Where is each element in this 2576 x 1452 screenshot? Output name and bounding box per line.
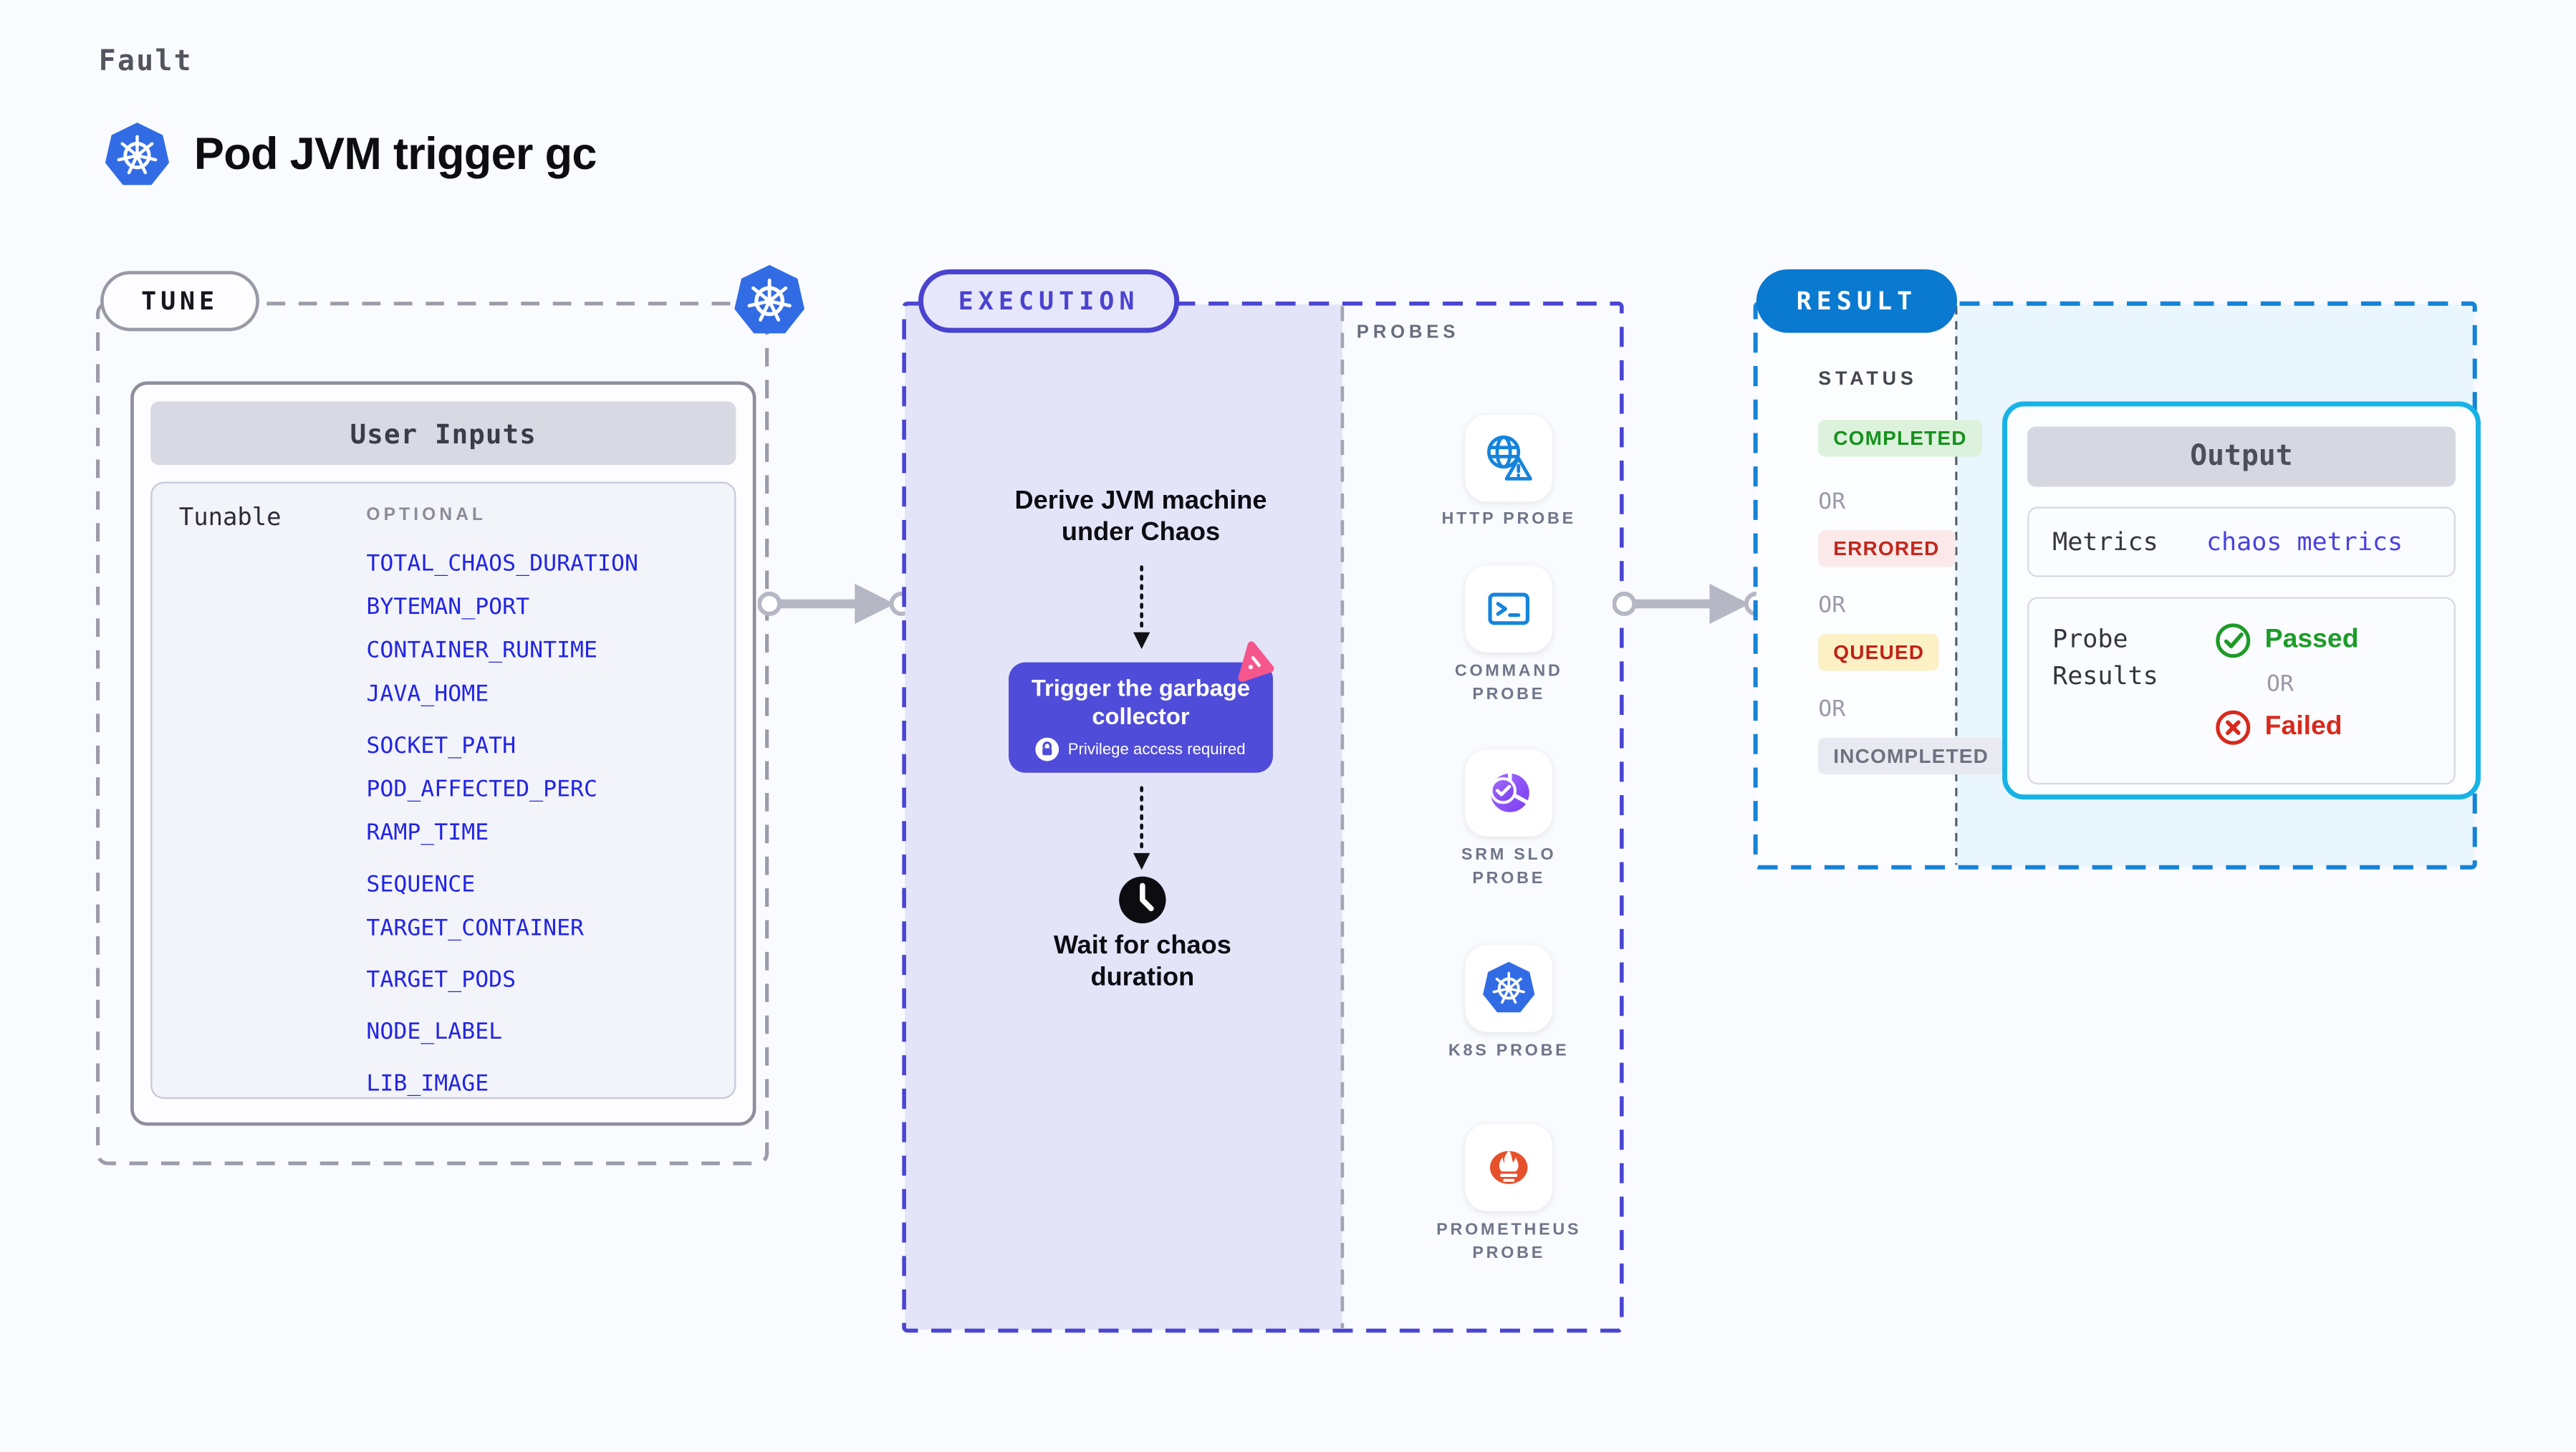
trigger-gc-label: Trigger the garbage collector (1031, 673, 1251, 729)
user-inputs-card: User Inputs Tunable OPTIONAL TOTAL_CHAOS… (130, 381, 756, 1126)
tunable-input: SEQUENCE (366, 871, 476, 898)
tunable-input: CONTAINER_RUNTIME (366, 637, 598, 665)
kubernetes-icon (1483, 961, 1535, 1013)
result-pill: RESULT (1756, 269, 1958, 333)
tunable-input: JAVA_HOME (366, 681, 489, 708)
execution-box (902, 302, 1624, 1333)
probe-label: SRM SLO PROBE (1461, 846, 1557, 888)
globe-alert-icon (1487, 436, 1532, 481)
flow-arrow-down-icon (1133, 565, 1150, 650)
or-separator: OR (1818, 592, 1846, 619)
clock-icon (1119, 876, 1166, 923)
gauge-check-icon (1489, 771, 1529, 812)
tune-to-execution-connector (757, 583, 913, 624)
k8s-probe-card (1465, 945, 1552, 1032)
metrics-value: chaos metrics (2206, 527, 2403, 557)
prometheus-probe-card (1465, 1124, 1552, 1211)
flow-arrow-down-icon (1133, 786, 1150, 870)
user-inputs-title: User Inputs (150, 401, 736, 466)
tunable-label: Tunable (178, 505, 282, 532)
derive-step-label: Derive JVM machine under Chaos (1014, 486, 1267, 548)
execution-to-result-connector (1612, 583, 1769, 624)
probe-label: HTTP PROBE (1441, 510, 1576, 529)
srm-slo-probe-card (1465, 749, 1552, 837)
status-header: STATUS (1818, 370, 1918, 390)
probe-label: PROMETHEUS PROBE (1436, 1221, 1582, 1262)
prometheus-icon (1490, 1150, 1528, 1184)
passed-label: Passed (2264, 625, 2359, 655)
output-card: Output Metrics chaos metrics Probe Resul… (2002, 401, 2481, 800)
fault-kicker: Fault (98, 45, 193, 79)
terminal-icon (1488, 592, 1530, 625)
status-badge-errored: ERRORED (1818, 530, 1955, 567)
tunable-input: NODE_LABEL (366, 1019, 503, 1046)
execution-pill: EXECUTION (918, 269, 1180, 333)
probe-label: COMMAND PROBE (1454, 662, 1563, 703)
tune-box (96, 302, 769, 1165)
http-probe-card (1465, 415, 1552, 502)
tune-pill: TUNE (100, 271, 259, 332)
probe-results-row: Probe Results Passed OR Failed (2027, 597, 2456, 785)
output-title: Output (2027, 426, 2456, 487)
metrics-label: Metrics (2052, 527, 2158, 557)
status-badge-incompleted: INCOMPLETED (1818, 737, 2004, 775)
or-separator: OR (2267, 670, 2294, 698)
probe-label: K8S PROBE (1448, 1042, 1570, 1061)
probe-results-label: Probe Results (2052, 623, 2158, 691)
tunable-input: SOCKET_PATH (366, 732, 516, 760)
kubernetes-icon (105, 122, 170, 186)
tunable-input: BYTEMAN_PORT (366, 593, 530, 621)
lock-icon (1036, 738, 1060, 762)
metrics-row: Metrics chaos metrics (2027, 506, 2456, 577)
kubernetes-icon (734, 264, 805, 334)
status-badge-completed: COMPLETED (1818, 420, 1982, 457)
tunable-input: TOTAL_CHAOS_DURATION (366, 550, 638, 577)
status-badge-queued: QUEUED (1818, 633, 1940, 671)
or-separator: OR (1818, 488, 1846, 516)
tunable-input: POD_AFFECTED_PERC (366, 776, 598, 803)
x-circle-icon (2216, 710, 2251, 745)
page-title: Pod JVM trigger gc (193, 128, 597, 179)
privilege-note: Privilege access required (1067, 740, 1246, 759)
tunable-input: TARGET_PODS (366, 966, 516, 994)
failed-label: Failed (2264, 712, 2342, 741)
check-circle-icon (2216, 623, 2251, 658)
tunable-input: RAMP_TIME (366, 819, 489, 847)
wait-step-label: Wait for chaos duration (1053, 931, 1231, 993)
user-inputs-body: Tunable OPTIONAL TOTAL_CHAOS_DURATION BY… (150, 481, 736, 1100)
or-separator: OR (1818, 696, 1846, 723)
tunable-input: TARGET_CONTAINER (366, 915, 585, 942)
chaos-experiment-icon (1238, 641, 1274, 682)
optional-column-header: OPTIONAL (366, 505, 487, 526)
trigger-gc-node: Trigger the garbage collector Privilege … (1009, 662, 1273, 773)
tunable-input: LIB_IMAGE (366, 1070, 489, 1097)
probes-section-label: PROBES (1356, 322, 1460, 343)
command-probe-card (1465, 565, 1552, 653)
